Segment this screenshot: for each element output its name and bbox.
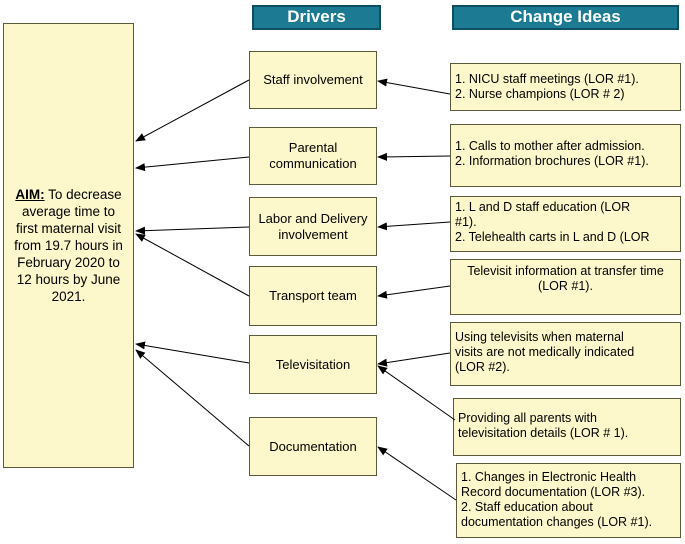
- change-idea-line: televisitation details (LOR # 1).: [458, 426, 629, 440]
- change-idea-line: 2. Nurse champions (LOR # 2): [455, 87, 625, 101]
- arrow-documentation-to-aim: [135, 349, 250, 447]
- arrow-labor-to-aim: [135, 226, 250, 235]
- arrow-change-labor: [377, 221, 451, 231]
- arrow-change-parental: [377, 152, 451, 161]
- driver-parental-communication: Parental communication: [249, 127, 377, 185]
- driver-televisitation: Televisitation: [249, 335, 377, 394]
- aim-box: AIM: To decrease average time to first m…: [3, 23, 134, 468]
- change-idea-line: 1. Changes in Electronic Health: [461, 470, 637, 484]
- driver-documentation: Documentation: [249, 417, 377, 476]
- driver-staff-involvement: Staff involvement: [249, 51, 377, 109]
- arrow-staff-to-aim: [135, 79, 250, 142]
- arrow-change-televisit-medical: [377, 352, 451, 367]
- aim-label: AIM:: [15, 187, 45, 202]
- driver-label: Parental communication: [269, 140, 357, 171]
- change-idea-televisit-medical: Using televisits when maternal visits ar…: [450, 322, 681, 386]
- change-idea-line: Televisit information at transfer time: [467, 264, 664, 278]
- arrow-change-staff: [377, 78, 451, 95]
- change-idea-line: #1).: [455, 215, 477, 229]
- aim-text: To decrease average time to first matern…: [14, 187, 123, 304]
- driver-label: Transport team: [269, 288, 357, 303]
- driver-label: Documentation: [269, 438, 357, 454]
- aim-statement: AIM: To decrease average time to first m…: [10, 186, 127, 305]
- change-idea-line: 2. Telehealth carts in L and D (LOR: [455, 230, 650, 244]
- change-idea-line: Using televisits when maternal: [455, 330, 624, 344]
- change-idea-line: documentation changes (LOR #1).: [461, 515, 653, 529]
- arrow-transport-to-aim: [135, 233, 250, 297]
- change-idea-line: Record documentation (LOR #3).: [461, 485, 646, 499]
- arrow-change-documentation: [377, 446, 457, 501]
- driver-labor-delivery-involvement: Labor and Delivery involvement: [249, 197, 377, 256]
- change-idea-line: visits are not medically indicated: [455, 345, 635, 359]
- change-idea-televisit-details: Providing all parents with televisitatio…: [453, 398, 681, 456]
- drivers-header: Drivers: [252, 5, 381, 30]
- driver-label: Staff involvement: [263, 72, 363, 87]
- change-idea-line: (LOR #2).: [455, 360, 510, 374]
- change-idea-line: 1. NICU staff meetings (LOR #1).: [455, 72, 639, 86]
- arrow-parental-to-aim: [135, 156, 250, 172]
- change-idea-transport: Televisit information at transfer time (…: [450, 259, 681, 315]
- change-ideas-header: Change Ideas: [452, 5, 679, 30]
- driver-label: Labor and Delivery involvement: [258, 210, 368, 242]
- driver-label: Televisitation: [275, 356, 351, 372]
- change-idea-line: (LOR #1).: [538, 279, 593, 293]
- driver-transport-team: Transport team: [249, 266, 377, 326]
- change-idea-line: Providing all parents with: [458, 411, 597, 425]
- change-idea-labor-delivery: 1. L and D staff education (LOR #1). 2. …: [450, 196, 681, 252]
- change-idea-staff: 1. NICU staff meetings (LOR #1). 2. Nurs…: [450, 63, 681, 111]
- change-idea-documentation: 1. Changes in Electronic Health Record d…: [456, 463, 681, 538]
- change-idea-line: 2. Information brochures (LOR #1).: [455, 154, 649, 168]
- change-idea-parental: 1. Calls to mother after admission. 2. I…: [450, 124, 681, 187]
- change-idea-line: 1. L and D staff education (LOR: [455, 200, 631, 214]
- arrow-change-transport: [377, 285, 451, 299]
- arrow-change-televisit-details: [377, 365, 456, 421]
- change-idea-line: 1. Calls to mother after admission.: [455, 139, 645, 153]
- arrow-televisitation-to-aim: [135, 341, 250, 364]
- change-idea-line: 2. Staff education about: [461, 500, 593, 514]
